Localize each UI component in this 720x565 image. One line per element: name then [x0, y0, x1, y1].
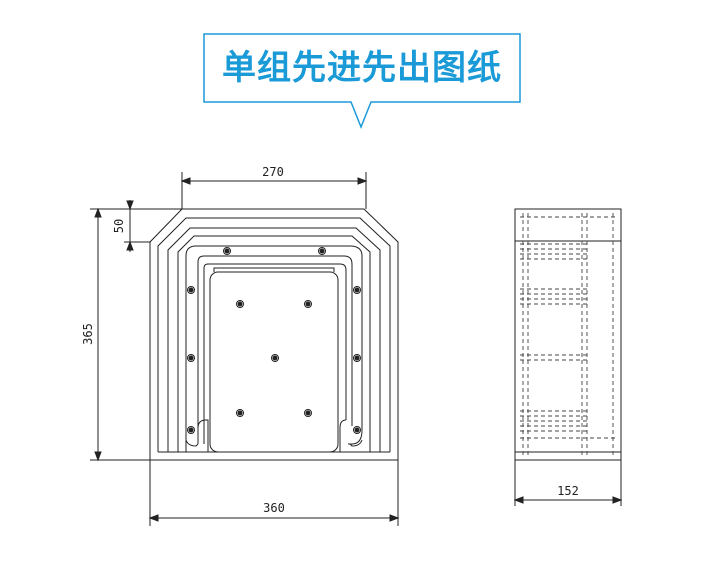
dimension-top: [180, 172, 368, 209]
front-left-rail-curl: [185, 419, 209, 452]
drawing-title: 单组先进先出图纸: [222, 48, 502, 88]
side-outer: [514, 208, 622, 461]
callout-frame: [203, 33, 521, 130]
dim-bottom-label: 360: [263, 501, 285, 515]
dim-notch-label: 50: [112, 219, 126, 233]
front-right-rail-curl: [339, 419, 363, 452]
dim-top-label: 270: [262, 165, 284, 179]
front-outer-outline: [149, 208, 399, 461]
title-callout: 单组先进先出图纸: [203, 33, 521, 130]
front-frame-2: [167, 227, 381, 452]
side-hidden-lines: [520, 213, 616, 456]
side-view: [514, 208, 622, 461]
dimension-height: [90, 207, 182, 462]
front-view: [149, 208, 399, 461]
front-screws: [187, 247, 361, 434]
front-rail-mid: [203, 263, 347, 444]
front-rail-outer: [185, 245, 363, 452]
front-rail-left-inner: [197, 255, 353, 444]
dimension-bottom: [148, 460, 400, 526]
dimension-side-width: [513, 460, 623, 506]
front-center-panel-top: [213, 267, 335, 272]
dim-height-label: 365: [81, 323, 95, 345]
dim-side-width-label: 152: [557, 484, 579, 498]
front-frame-3: [177, 235, 371, 452]
front-center-panel: [209, 271, 339, 453]
dimension-notch: [124, 200, 150, 252]
front-frame-1: [157, 217, 391, 452]
